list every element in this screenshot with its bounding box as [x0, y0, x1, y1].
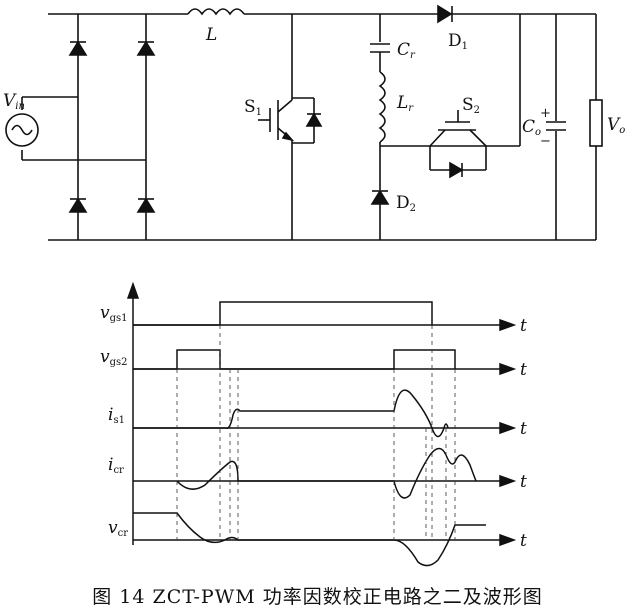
diode2-label: D2 — [396, 193, 416, 214]
output-capacitor — [546, 121, 566, 131]
diode-d1 — [437, 4, 453, 24]
time-label-2: t — [520, 360, 527, 380]
resonant-inductor — [378, 71, 386, 143]
bridge-diode-4 — [136, 197, 156, 213]
trace-label-vcr: vcr — [108, 518, 128, 539]
switch-s1 — [258, 97, 323, 144]
figure: Vin L Cr Lr D1 D2 S1 S2 Co + − Vo — [3, 4, 625, 567]
switch-s2 — [429, 110, 487, 179]
cap-r-label: Cr — [397, 40, 416, 61]
ind-r-label: Lr — [396, 93, 414, 114]
time-label-1: t — [520, 316, 527, 336]
boost-inductor — [187, 8, 245, 16]
time-label-4: t — [520, 472, 527, 492]
inductor-label: L — [205, 25, 217, 45]
trace-label-vgs2: vgs2 — [100, 347, 128, 368]
trace-vgs2 — [133, 349, 456, 370]
diode-d2 — [370, 189, 390, 205]
time-label-5: t — [520, 531, 527, 551]
trace-label-is1: is1 — [108, 405, 125, 426]
bridge-diode-1 — [68, 40, 88, 56]
trace-label-vgs1: vgs1 — [100, 303, 128, 324]
load-label: Vo — [607, 115, 625, 136]
cap-minus: − — [540, 134, 551, 149]
bridge-diode-2 — [136, 40, 156, 56]
cap-plus: + — [540, 106, 551, 121]
trace-label-icr: icr — [108, 455, 124, 476]
load-resistor — [589, 99, 603, 147]
time-label-3: t — [520, 419, 527, 439]
cap-o-label: Co — [522, 117, 541, 138]
circuit-schematic — [5, 4, 603, 241]
diode1-label: D1 — [448, 31, 468, 52]
switch2-label: S2 — [462, 95, 480, 116]
waveform-diagram — [126, 281, 517, 567]
resonant-capacitor — [370, 43, 390, 53]
bridge-diode-3 — [68, 197, 88, 213]
switch1-label: S1 — [244, 97, 262, 118]
trace-is1 — [133, 389, 449, 438]
trace-vcr — [133, 512, 486, 567]
source-label: Vin — [3, 91, 25, 112]
trace-vgs1 — [133, 301, 433, 326]
trace-icr — [176, 447, 477, 499]
figure-caption: 图 14 ZCT-PWM 功率因数校正电路之二及波形图 — [92, 586, 543, 608]
ac-source — [5, 113, 39, 147]
timing-guides — [176, 325, 456, 540]
